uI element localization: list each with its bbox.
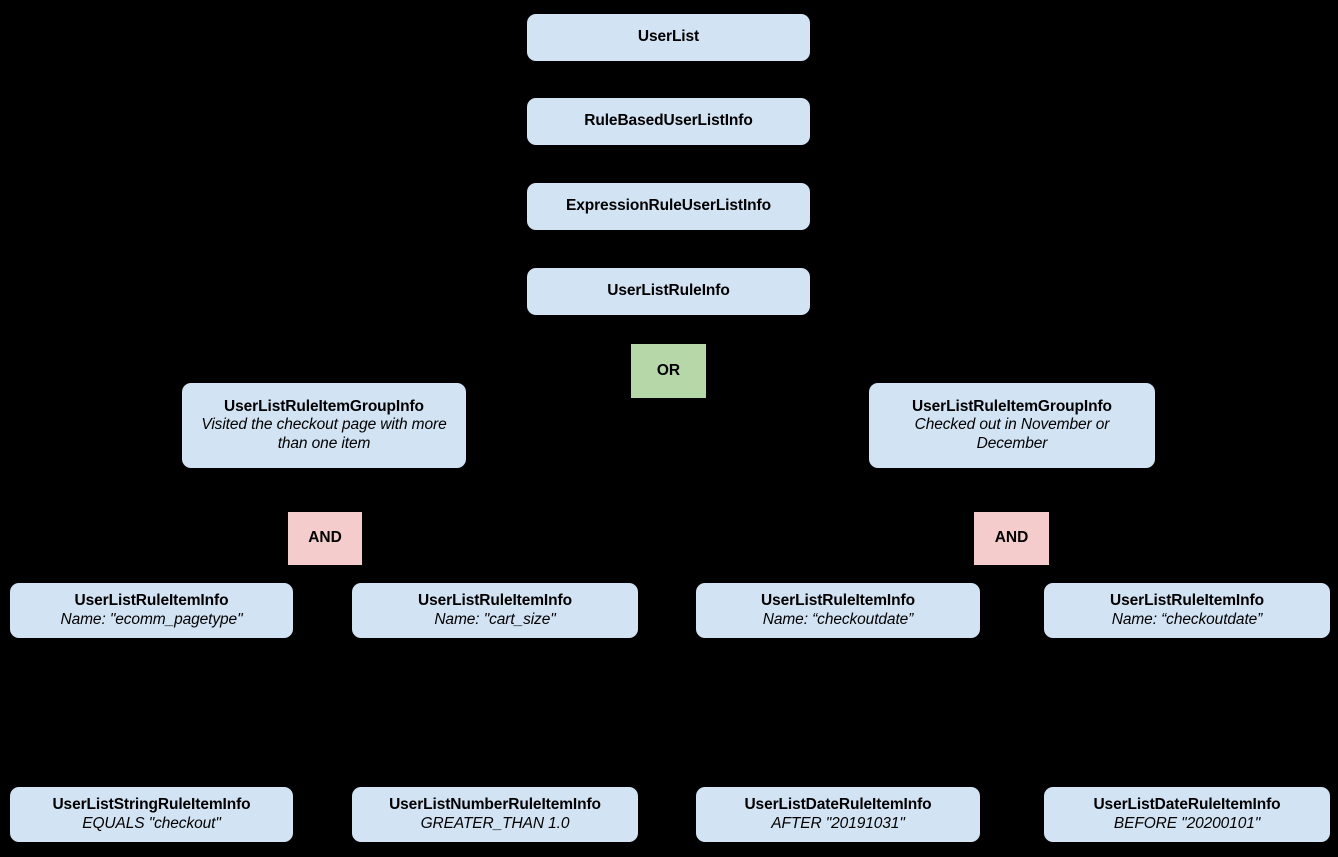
node-detail: EQUALS "checkout" <box>82 814 221 832</box>
operator-and-right[interactable]: AND <box>974 512 1049 565</box>
node-title: UserListRuleItemGroupInfo <box>912 398 1112 416</box>
node-description: Checked out in November or December <box>914 416 1110 452</box>
node-description: Visited the checkout page with more than… <box>201 416 447 452</box>
node-title: RuleBasedUserListInfo <box>584 112 753 130</box>
node-rule-item-group-right[interactable]: UserListRuleItemGroupInfo Checked out in… <box>869 383 1155 468</box>
node-title: UserListDateRuleItemInfo <box>744 796 932 814</box>
node-title: UserListRuleItemInfo <box>761 592 915 610</box>
node-title: UserListRuleItemInfo <box>74 592 229 610</box>
node-title: UserListRuleInfo <box>607 282 730 300</box>
node-rule-item-cart-size[interactable]: UserListRuleItemInfo Name: "cart_size" <box>352 583 638 638</box>
node-title: UserListRuleItemInfo <box>1110 592 1264 610</box>
node-detail: Name: “checkoutdate” <box>762 610 914 628</box>
node-rule-item-group-left[interactable]: UserListRuleItemGroupInfo Visited the ch… <box>182 383 466 468</box>
node-title: UserListRuleItemGroupInfo <box>224 398 424 416</box>
operator-or[interactable]: OR <box>631 344 706 398</box>
operator-label: OR <box>656 361 681 379</box>
node-title: UserListRuleItemInfo <box>418 592 572 610</box>
node-title: UserList <box>637 28 700 46</box>
node-detail: Name: “checkoutdate” <box>1111 610 1263 628</box>
node-date-rule-item-after[interactable]: UserListDateRuleItemInfo AFTER "20191031… <box>696 787 980 842</box>
operator-label: AND <box>308 529 342 547</box>
node-title: UserListStringRuleItemInfo <box>52 796 251 814</box>
node-rule-item-ecomm-pagetype[interactable]: UserListRuleItemInfo Name: "ecomm_pagety… <box>10 583 293 638</box>
operator-label: AND <box>994 529 1029 547</box>
node-title: ExpressionRuleUserListInfo <box>566 197 771 215</box>
node-date-rule-item-before[interactable]: UserListDateRuleItemInfo BEFORE "2020010… <box>1044 787 1330 842</box>
node-userlistruleinfo[interactable]: UserListRuleInfo <box>527 268 810 315</box>
node-number-rule-item[interactable]: UserListNumberRuleItemInfo GREATER_THAN … <box>352 787 638 842</box>
node-detail: GREATER_THAN 1.0 <box>420 814 570 832</box>
operator-and-left[interactable]: AND <box>288 512 362 565</box>
node-title: UserListDateRuleItemInfo <box>1093 796 1281 814</box>
node-detail: Name: "ecomm_pagetype" <box>60 610 243 628</box>
node-string-rule-item[interactable]: UserListStringRuleItemInfo EQUALS "check… <box>10 787 293 842</box>
node-rulebaseduserlistinfo[interactable]: RuleBasedUserListInfo <box>527 98 810 145</box>
node-detail: AFTER "20191031" <box>771 814 905 832</box>
node-expressionruleuserlistinfo[interactable]: ExpressionRuleUserListInfo <box>527 183 810 230</box>
node-title: UserListNumberRuleItemInfo <box>389 796 601 814</box>
node-userlist[interactable]: UserList <box>527 14 810 61</box>
node-rule-item-checkoutdate-after[interactable]: UserListRuleItemInfo Name: “checkoutdate… <box>696 583 980 638</box>
node-detail: BEFORE "20200101" <box>1113 814 1261 832</box>
node-rule-item-checkoutdate-before[interactable]: UserListRuleItemInfo Name: “checkoutdate… <box>1044 583 1330 638</box>
node-detail: Name: "cart_size" <box>434 610 556 628</box>
